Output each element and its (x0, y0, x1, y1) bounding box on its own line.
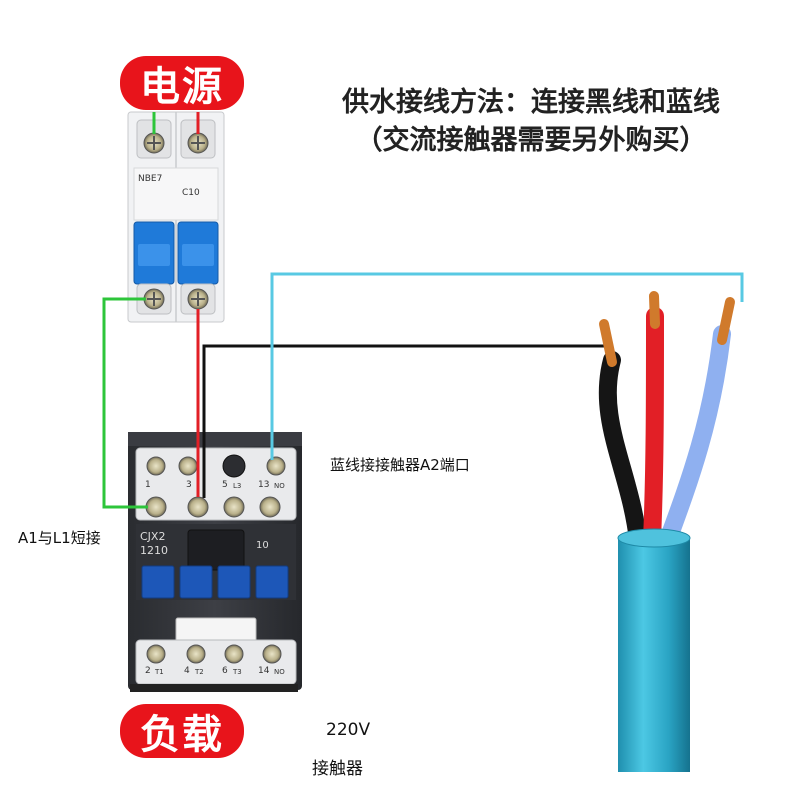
terminal-bottom-no: NO (274, 668, 285, 676)
circuit-breaker (127, 111, 225, 323)
terminal-bottom-6: 6 (222, 666, 228, 676)
contactor-aux-code: 10 (256, 540, 269, 551)
terminal-bottom-t1: T1 (155, 668, 164, 676)
terminal-bottom-2: 2 (145, 666, 151, 676)
title-line-2: （交流接触器需要另外购买） (355, 125, 707, 156)
breaker-rating: C10 (182, 188, 200, 198)
terminal-top-5: 5 (222, 480, 228, 490)
device-name-label: 接触器 (312, 759, 363, 779)
terminal-top-3: 3 (186, 480, 192, 490)
terminal-top-13: 13 (258, 480, 270, 490)
a1-l1-note: A1与L1短接 (18, 529, 101, 547)
terminal-top-no: NO (274, 482, 285, 490)
terminal-bottom-4: 4 (184, 666, 190, 676)
terminal-bottom-t3: T3 (233, 668, 242, 676)
terminal-top-l3: L3 (233, 482, 242, 490)
blue-wire-note: 蓝线接接触器A2端口 (330, 456, 470, 474)
power-label: 电源 (120, 56, 244, 110)
title-line-1: 供水接线方法：连接黑线和蓝线 (342, 87, 720, 118)
terminal-bottom-t2: T2 (195, 668, 204, 676)
terminal-top-1: 1 (145, 480, 151, 490)
blue-wire-a2 (270, 272, 744, 460)
green-wire-a1-l1 (102, 297, 148, 509)
terminal-bottom-14: 14 (258, 666, 270, 676)
contactor-model-1: CJX2 (140, 530, 166, 543)
contactor-model-2: 1210 (140, 544, 168, 557)
breaker-brand: NBE7 (138, 174, 163, 184)
contactor (128, 432, 302, 692)
black-wire (202, 344, 606, 498)
load-label: 负载 (120, 704, 244, 758)
voltage-label: 220V (326, 720, 371, 740)
three-core-cable (598, 291, 735, 772)
